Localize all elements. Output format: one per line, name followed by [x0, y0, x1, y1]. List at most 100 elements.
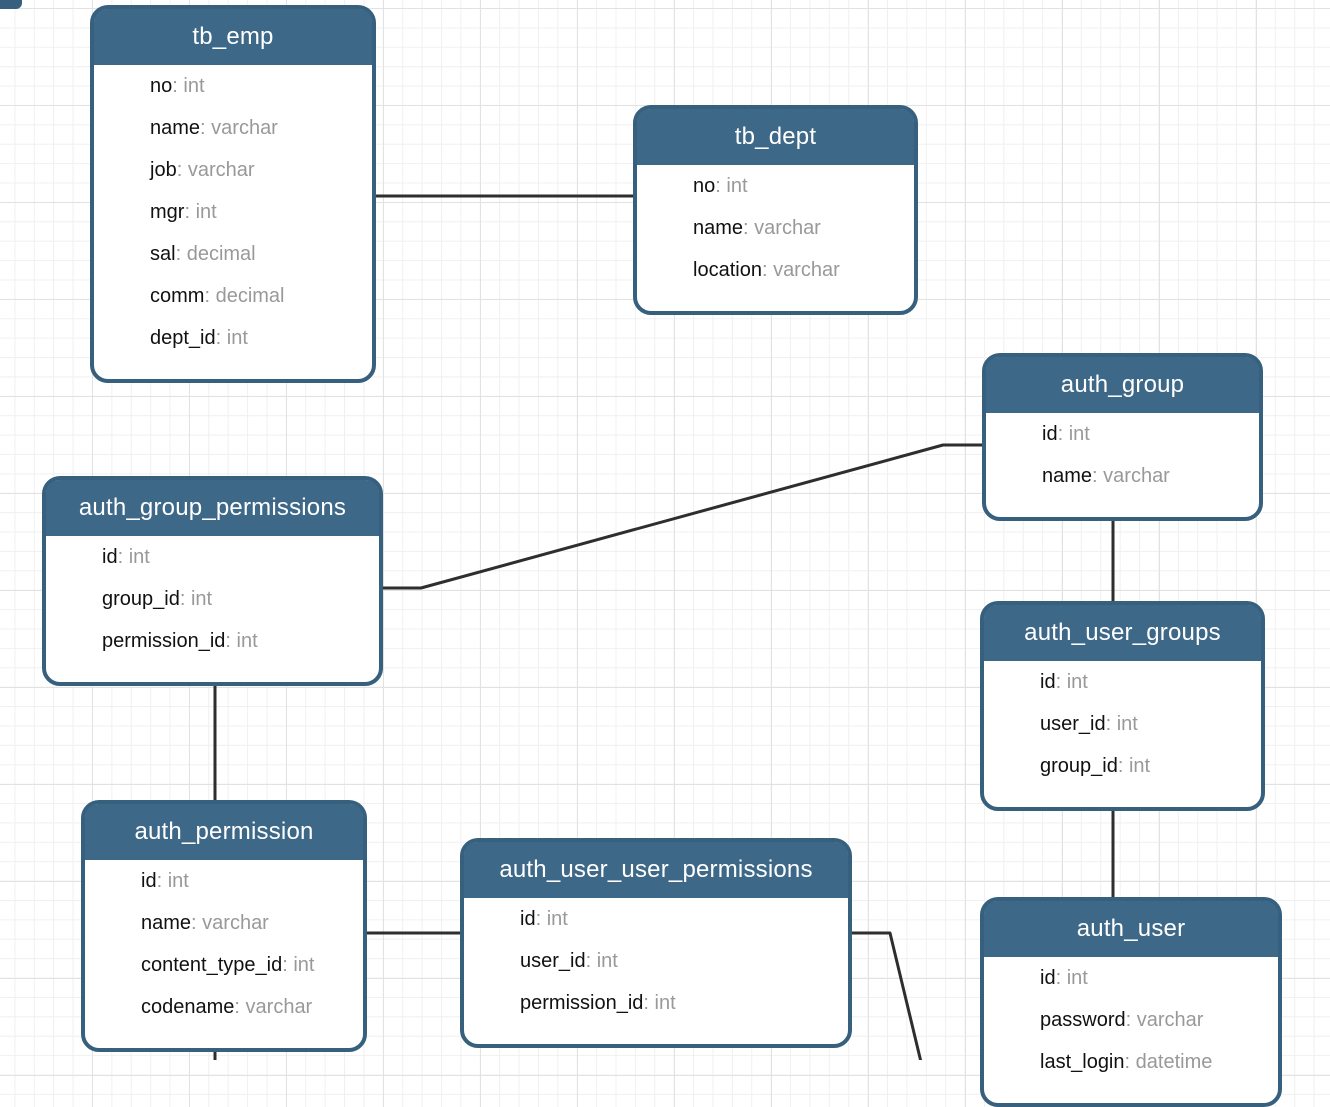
table-auth_group_permissions[interactable]: auth_group_permissions idintgroup_idintp… [42, 476, 383, 686]
field-row: group_idint [984, 745, 1257, 787]
field-name: comm [150, 285, 205, 307]
table-fields: nointnamevarcharjobvarcharmgrintsaldecim… [94, 65, 372, 379]
field-name: group_id [1040, 755, 1118, 777]
field-type: int [225, 630, 257, 652]
field-row: dept_idint [94, 317, 368, 359]
table-fields: idintnamevarchar [986, 413, 1259, 517]
offscreen-node-fragment[interactable] [0, 0, 22, 9]
table-auth_group[interactable]: auth_group idintnamevarchar [982, 353, 1263, 521]
table-tb_dept[interactable]: tb_dept nointnamevarcharlocationvarchar [633, 105, 918, 315]
field-row: idint [986, 413, 1255, 455]
field-type: varchar [1126, 1009, 1204, 1031]
table-auth_user[interactable]: auth_user idintpasswordvarcharlast_login… [980, 897, 1282, 1107]
table-auth_user_groups[interactable]: auth_user_groups idintuser_idintgroup_id… [980, 601, 1265, 811]
field-name: sal [150, 243, 176, 265]
field-name: content_type_id [141, 954, 283, 976]
field-type: int [536, 908, 568, 930]
field-row: mgrint [94, 191, 368, 233]
field-type: varchar [191, 912, 269, 934]
field-type: int [1106, 713, 1138, 735]
field-row: user_idint [464, 940, 844, 982]
field-type: int [1056, 671, 1088, 693]
table-fields: idintuser_idintgroup_idint [984, 661, 1261, 807]
field-type: varchar [177, 159, 255, 181]
field-name: name [693, 217, 744, 239]
field-row: namevarchar [85, 902, 359, 944]
table-title: auth_user [984, 901, 1278, 957]
field-name: name [1042, 465, 1093, 487]
table-auth_permission[interactable]: auth_permission idintnamevarcharcontent_… [81, 800, 367, 1052]
field-row: permission_idint [46, 620, 375, 662]
field-row: locationvarchar [637, 249, 910, 291]
field-name: id [1042, 423, 1058, 445]
field-type: int [184, 201, 216, 223]
field-type: int [643, 992, 675, 1014]
field-row: idint [984, 957, 1274, 999]
field-type: int [282, 954, 314, 976]
field-name: id [520, 908, 536, 930]
field-name: no [150, 75, 173, 97]
field-type: int [157, 870, 189, 892]
field-name: id [1040, 967, 1056, 989]
field-name: codename [141, 996, 235, 1018]
field-row: saldecimal [94, 233, 368, 275]
table-title: auth_user_user_permissions [464, 842, 848, 898]
table-title: tb_emp [94, 9, 372, 65]
field-type: int [180, 588, 212, 610]
field-type: int [216, 327, 248, 349]
field-type: int [586, 950, 618, 972]
connector-auth_group_permissions__auth_group[interactable] [383, 443, 982, 590]
table-title: auth_group_permissions [46, 480, 379, 536]
field-type: int [118, 546, 150, 568]
table-fields: idintuser_idintpermission_idint [464, 898, 848, 1044]
field-type: varchar [743, 217, 821, 239]
table-title: tb_dept [637, 109, 914, 165]
field-row: codenamevarchar [85, 986, 359, 1028]
field-row: user_idint [984, 703, 1257, 745]
field-row: group_idint [46, 578, 375, 620]
field-name: name [141, 912, 192, 934]
field-type: int [172, 75, 204, 97]
field-row: commdecimal [94, 275, 368, 317]
field-name: id [102, 546, 118, 568]
field-name: mgr [150, 201, 185, 223]
field-type: varchar [1092, 465, 1170, 487]
field-type: decimal [176, 243, 256, 265]
table-fields: idintnamevarcharcontent_type_idintcodena… [85, 860, 363, 1048]
field-row: idint [464, 898, 844, 940]
table-tb_emp[interactable]: tb_emp nointnamevarcharjobvarcharmgrints… [90, 5, 376, 383]
table-title: auth_user_groups [984, 605, 1261, 661]
field-name: dept_id [150, 327, 216, 349]
field-type: decimal [204, 285, 284, 307]
field-name: last_login [1040, 1051, 1125, 1073]
connector-auth_user_user_permissions__offscreen[interactable] [852, 931, 923, 1060]
table-title: auth_permission [85, 804, 363, 860]
field-row: content_type_idint [85, 944, 359, 986]
field-name: id [141, 870, 157, 892]
field-row: jobvarchar [94, 149, 368, 191]
table-auth_user_user_permissions[interactable]: auth_user_user_permissions idintuser_idi… [460, 838, 852, 1048]
field-name: user_id [1040, 713, 1106, 735]
table-title: auth_group [986, 357, 1259, 413]
field-name: name [150, 117, 201, 139]
field-type: datetime [1125, 1051, 1213, 1073]
field-row: namevarchar [986, 455, 1255, 497]
field-type: int [715, 175, 747, 197]
field-type: varchar [200, 117, 278, 139]
field-row: namevarchar [637, 207, 910, 249]
field-row: last_logindatetime [984, 1041, 1274, 1083]
field-row: namevarchar [94, 107, 368, 149]
field-name: job [150, 159, 177, 181]
connector-layer [213, 194, 1115, 1060]
field-row: permission_idint [464, 982, 844, 1024]
field-row: noint [637, 165, 910, 207]
field-name: permission_id [102, 630, 226, 652]
field-row: noint [94, 65, 368, 107]
table-fields: nointnamevarcharlocationvarchar [637, 165, 914, 311]
table-fields: idintgroup_idintpermission_idint [46, 536, 379, 682]
field-name: location [693, 259, 762, 281]
field-name: password [1040, 1009, 1126, 1031]
field-type: varchar [234, 996, 312, 1018]
field-row: passwordvarchar [984, 999, 1274, 1041]
field-type: varchar [762, 259, 840, 281]
